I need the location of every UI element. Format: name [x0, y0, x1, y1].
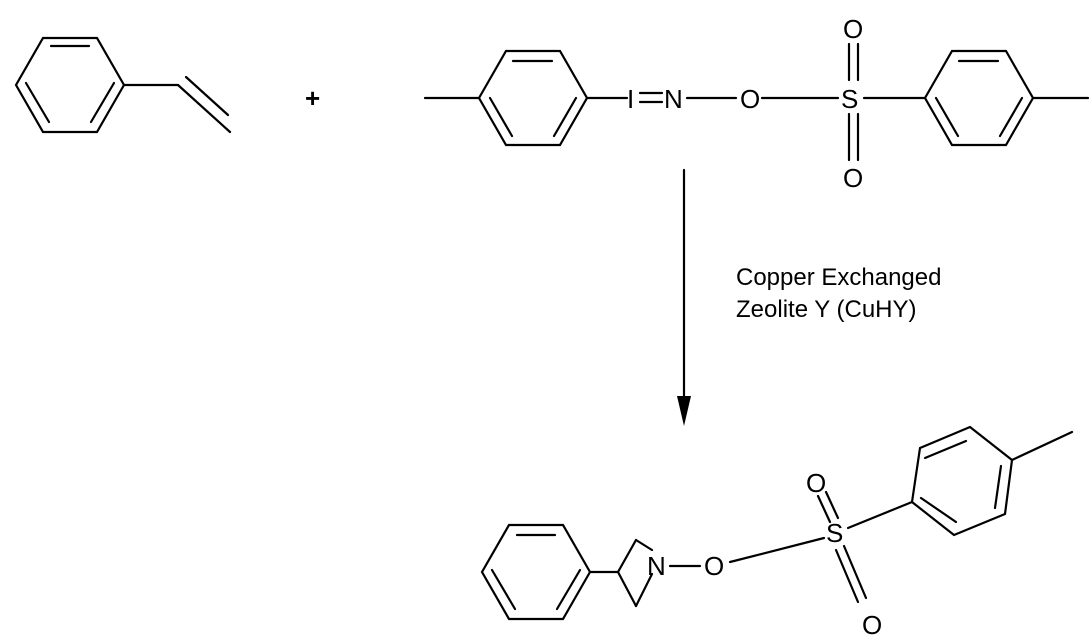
reaction-arrow	[677, 168, 691, 426]
product-oxygen-sulfur-bond	[728, 536, 826, 564]
product-aziridine-bond	[634, 538, 654, 552]
product-sulfonyl-oxygen-bottom: O	[862, 610, 882, 637]
product-ring-double-bond	[923, 439, 968, 460]
reagent-oxygen-atom: O	[740, 84, 760, 114]
reaction-conditions: Copper Exchanged Zeolite Y (CuHY)	[736, 262, 941, 326]
product-aziridine-bond	[634, 572, 654, 608]
reagent-nitrogen-atom: N	[664, 84, 683, 114]
styrene-vinyl-double-bond	[176, 83, 232, 134]
reagent-molecule: I N O S O O	[423, 14, 1090, 193]
reagent-tosyl-ring	[923, 49, 1035, 147]
reagent-sulfonyl-oxygen-top: O	[843, 14, 863, 44]
reagent-ring-double-bond	[998, 96, 1024, 138]
product-ring-double-bond	[490, 568, 517, 611]
product-ring-double-bond	[555, 568, 582, 611]
product-molecule: N O S O O	[480, 425, 1074, 637]
reaction-arrow-head	[677, 396, 691, 426]
product-methyl-bond	[1010, 430, 1074, 462]
styrene-ring-double-bond	[89, 81, 116, 124]
styrene-ring-double-bond	[24, 81, 51, 124]
reagent-tolyl-ring	[477, 49, 589, 147]
product-aziridine-bond	[616, 570, 638, 608]
product-sulfur-atom: S	[826, 518, 843, 548]
product-nitrogen-atom: N	[647, 551, 666, 581]
product-aziridine-bond	[616, 538, 638, 574]
product-sulfur-oxygen-double-bond	[842, 544, 868, 600]
reagent-sulfur-atom: S	[841, 84, 858, 114]
product-ring-double-bond	[919, 496, 958, 524]
product-oxygen-atom: O	[704, 551, 724, 581]
conditions-line-2: Zeolite Y (CuHY)	[736, 296, 917, 323]
conditions-line-1: Copper Exchanged	[736, 264, 942, 291]
product-sulfur-oxygen-double-bond	[816, 494, 832, 524]
styrene-molecule	[14, 36, 232, 134]
reagent-sulfonyl-oxygen-bottom: O	[843, 163, 863, 193]
product-ring-double-bond	[993, 464, 1003, 510]
product-sulfur-oxygen-double-bond	[824, 490, 840, 520]
reagent-ring-double-bond	[552, 96, 578, 138]
reagent-ring-double-bond	[488, 96, 514, 138]
plus-sign: +	[305, 83, 320, 113]
reagent-iodine-atom: I	[627, 84, 634, 114]
product-phenyl-ring	[480, 523, 592, 621]
product-sulfur-oxygen-double-bond	[834, 548, 860, 604]
styrene-benzene-ring	[14, 36, 126, 134]
product-sulfur-aryl-bond	[846, 500, 914, 530]
reagent-ring-double-bond	[934, 96, 960, 138]
styrene-vinyl-double-bond	[184, 75, 230, 117]
product-sulfonyl-oxygen-top: O	[806, 468, 826, 498]
